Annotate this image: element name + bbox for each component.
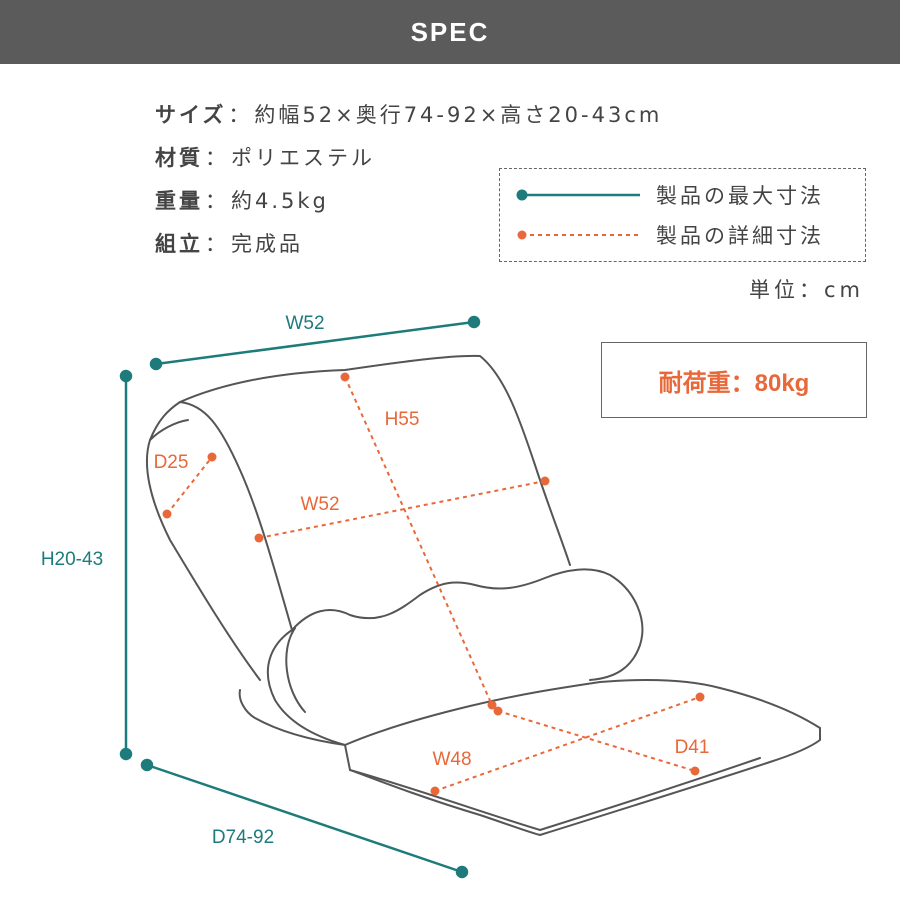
endpoint-dot (493, 706, 503, 716)
seat-width-label: W48 (432, 749, 471, 770)
spec-list: サイズ ： 約幅52×奥行74-92×高さ20-43cm 材質 ： ポリエステル… (155, 92, 662, 264)
header-bar: SPEC (0, 0, 900, 64)
spec-value: 約4.5kg (231, 188, 329, 213)
max-depth-line (146, 763, 463, 874)
endpoint-dot (695, 692, 705, 702)
back-width-line (258, 480, 546, 539)
legend-item-max: 製品の最大寸法 (514, 180, 824, 210)
spec-row-size: サイズ ： 約幅52×奥行74-92×高さ20-43cm (155, 92, 662, 135)
endpoint-dot (207, 452, 217, 462)
spec-value: 約幅52×奥行74-92×高さ20-43cm (254, 102, 663, 127)
endpoint-dot (430, 786, 440, 796)
detail-endpoints (162, 372, 705, 796)
spec-separator: ： (205, 145, 229, 170)
spec-value: ポリエステル (231, 145, 375, 170)
endpoint-dot (254, 533, 264, 543)
legend-item-detail: 製品の詳細寸法 (514, 220, 824, 250)
legend-box: 製品の最大寸法 製品の詳細寸法 (499, 168, 866, 262)
max-width-line (155, 320, 475, 366)
endpoint-dot (119, 747, 133, 761)
spec-key: 組立 (155, 231, 203, 256)
dotted-line-icon (517, 230, 640, 240)
max-dimension-lines (119, 315, 481, 879)
back-height-label: H55 (385, 409, 420, 430)
endpoint-dot (340, 372, 350, 382)
legend-label-detail: 製品の詳細寸法 (656, 224, 824, 248)
spec-row-material: 材質 ： ポリエステル (155, 135, 662, 178)
legend-label-max: 製品の最大寸法 (656, 184, 824, 208)
endpoint-dot (162, 509, 172, 519)
back-depth-label: D25 (154, 452, 189, 473)
spec-row-assembly: 組立 ： 完成品 (155, 221, 662, 264)
spec-separator: ： (205, 231, 229, 256)
back-width-label: W52 (300, 494, 339, 515)
back-height-line (344, 376, 493, 706)
seat-width-line (434, 696, 701, 792)
header-title: SPEC (410, 16, 490, 47)
spec-row-weight: 重量 ： 約4.5kg (155, 178, 662, 221)
seat-depth-label: D41 (675, 737, 710, 758)
spec-separator: ： (228, 102, 253, 127)
load-capacity-text: 耐荷重：80kg (658, 369, 810, 397)
spec-key: サイズ (155, 102, 227, 127)
max-width-label: W52 (285, 313, 324, 334)
load-capacity-box: 耐荷重：80kg (601, 342, 867, 418)
max-height-label: H20-43 (41, 549, 103, 570)
spec-value: 完成品 (231, 231, 303, 256)
endpoint-dot (467, 315, 481, 329)
endpoint-dot (455, 865, 469, 879)
spec-key: 重量 (155, 188, 203, 213)
endpoint-dot (690, 766, 700, 776)
seat-depth-line (497, 710, 696, 772)
endpoint-dot (540, 476, 550, 486)
max-depth-label: D74-92 (212, 827, 274, 848)
solid-line-icon (516, 189, 640, 201)
spec-separator: ： (205, 188, 229, 213)
endpoint-dot (119, 369, 133, 383)
floor-chair-illustration (145, 354, 821, 836)
detail-dimension-lines (166, 376, 701, 792)
endpoint-dot (149, 357, 163, 371)
endpoint-dot (140, 758, 154, 772)
unit-label: 単位：cm (748, 278, 864, 302)
spec-key: 材質 (155, 145, 203, 170)
endpoint-dot (487, 700, 497, 710)
